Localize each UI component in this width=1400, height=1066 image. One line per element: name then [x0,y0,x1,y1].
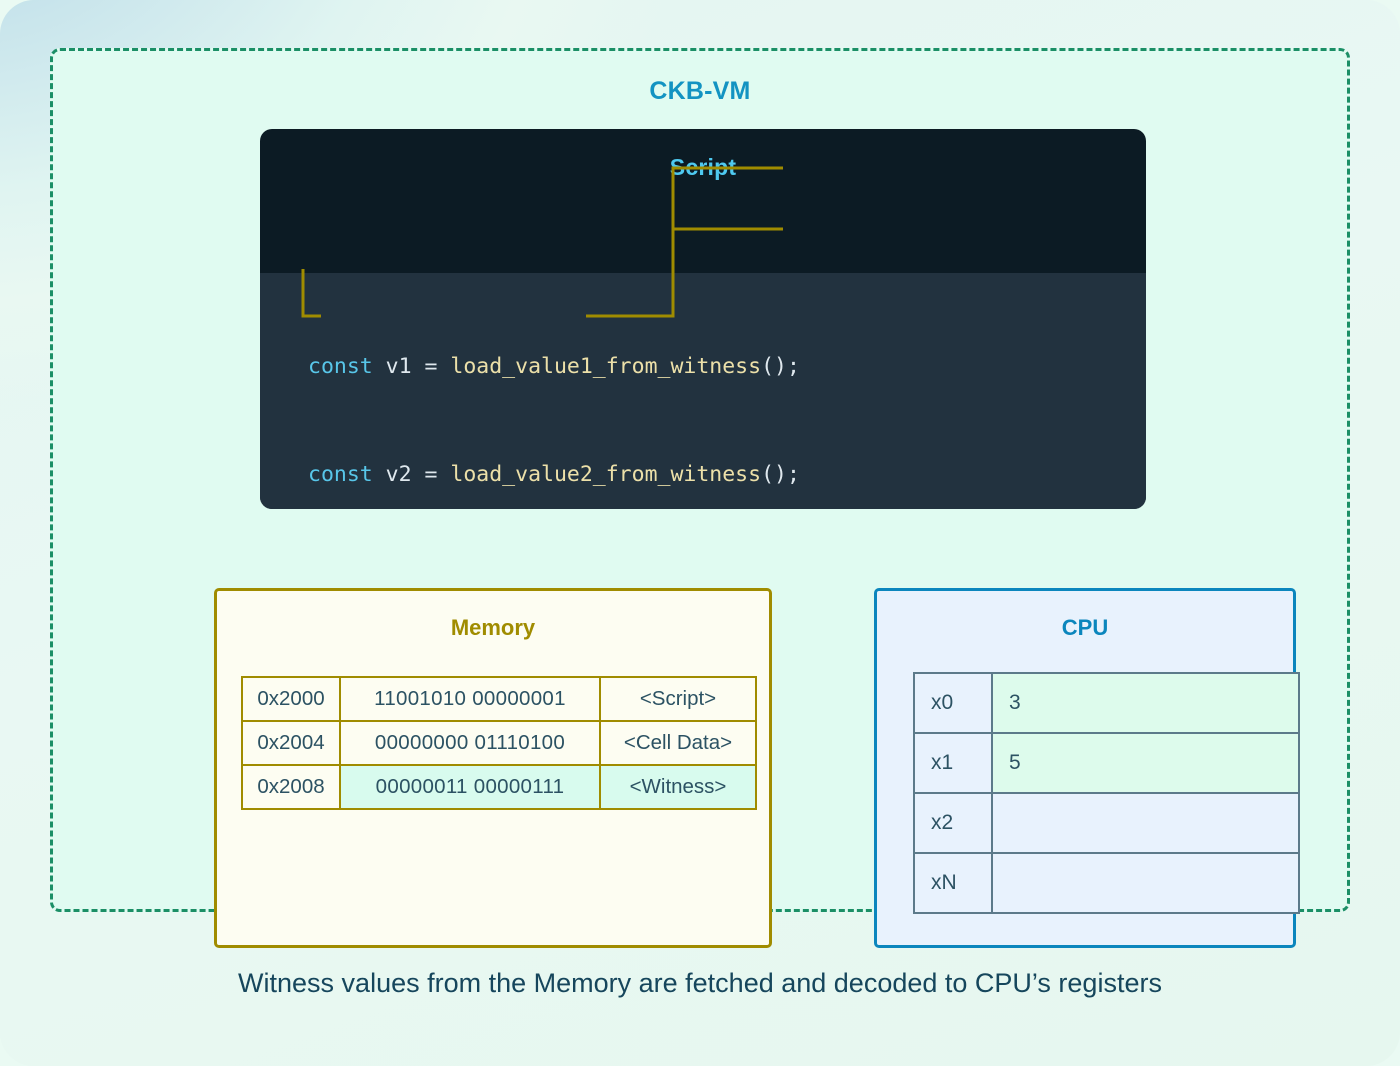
cpu-register-value: 5 [991,732,1300,794]
cpu-register-value: 3 [991,672,1300,734]
memory-row: 0x2000 11001010 00000001 <Script> [241,676,757,722]
cpu-box: CPU x0 3 x1 5 x2 xN [874,588,1300,948]
code-text: v1 = [372,354,451,379]
code-keyword: const [308,354,373,379]
memory-row: 0x2004 00000000 01110100 <Cell Data> [241,720,757,766]
code-function: load_value2_from_witness [450,462,762,487]
cpu-register-row: x0 3 [913,672,1300,734]
memory-tag: <Script> [599,676,757,722]
cpu-register-row: x1 5 [913,732,1300,794]
ckb-vm-container: CKB-VM Script const v1 = load_value1_fro… [50,48,1350,948]
script-panel-title: Script [669,154,737,180]
cpu-register-row: x2 [913,792,1300,854]
code-keyword: const [308,462,373,487]
code-highlighted-block: const v1 = load_value1_from_witness(); c… [260,273,1146,509]
memory-tag: <Witness> [599,764,757,810]
memory-address: 0x2008 [241,764,341,810]
code-line-2: const v2 = load_value2_from_witness(); [308,457,1146,493]
memory-row-witness-highlighted: 0x2008 00000011 00000111 <Witness> [241,764,757,810]
cpu-register-name: x0 [913,672,993,734]
cpu-register-value [991,792,1300,854]
memory-table: 0x2000 11001010 00000001 <Script> 0x2004… [241,676,757,810]
cpu-register-table: x0 3 x1 5 x2 xN [913,672,1300,914]
diagram-caption: Witness values from the Memory are fetch… [238,968,1162,998]
cpu-register-row: xN [913,852,1300,914]
script-panel: Script const v1 = load_value1_from_witne… [260,129,1146,509]
memory-address: 0x2000 [241,676,341,722]
cpu-register-name: x2 [913,792,993,854]
cpu-register-value [991,852,1300,914]
code-punct: (); [761,462,800,487]
code-function: load_value1_from_witness [450,354,762,379]
memory-tag: <Cell Data> [599,720,757,766]
code-punct: (); [761,354,800,379]
memory-title: Memory [450,615,536,640]
script-code: const v1 = load_value1_from_witness(); c… [260,185,1146,509]
memory-address: 0x2004 [241,720,341,766]
code-text: v2 = [372,462,451,487]
memory-bits: 00000011 00000111 [339,764,601,810]
memory-bits: 00000000 01110100 [339,720,601,766]
code-line-1: const v1 = load_value1_from_witness(); [308,349,1146,385]
vm-title: CKB-VM [649,77,751,105]
cpu-title: CPU [1061,615,1109,640]
cpu-register-name: xN [913,852,993,914]
memory-bits: 11001010 00000001 [339,676,601,722]
memory-box: Memory 0x2000 11001010 00000001 <Script>… [214,588,772,948]
cpu-register-name: x1 [913,732,993,794]
